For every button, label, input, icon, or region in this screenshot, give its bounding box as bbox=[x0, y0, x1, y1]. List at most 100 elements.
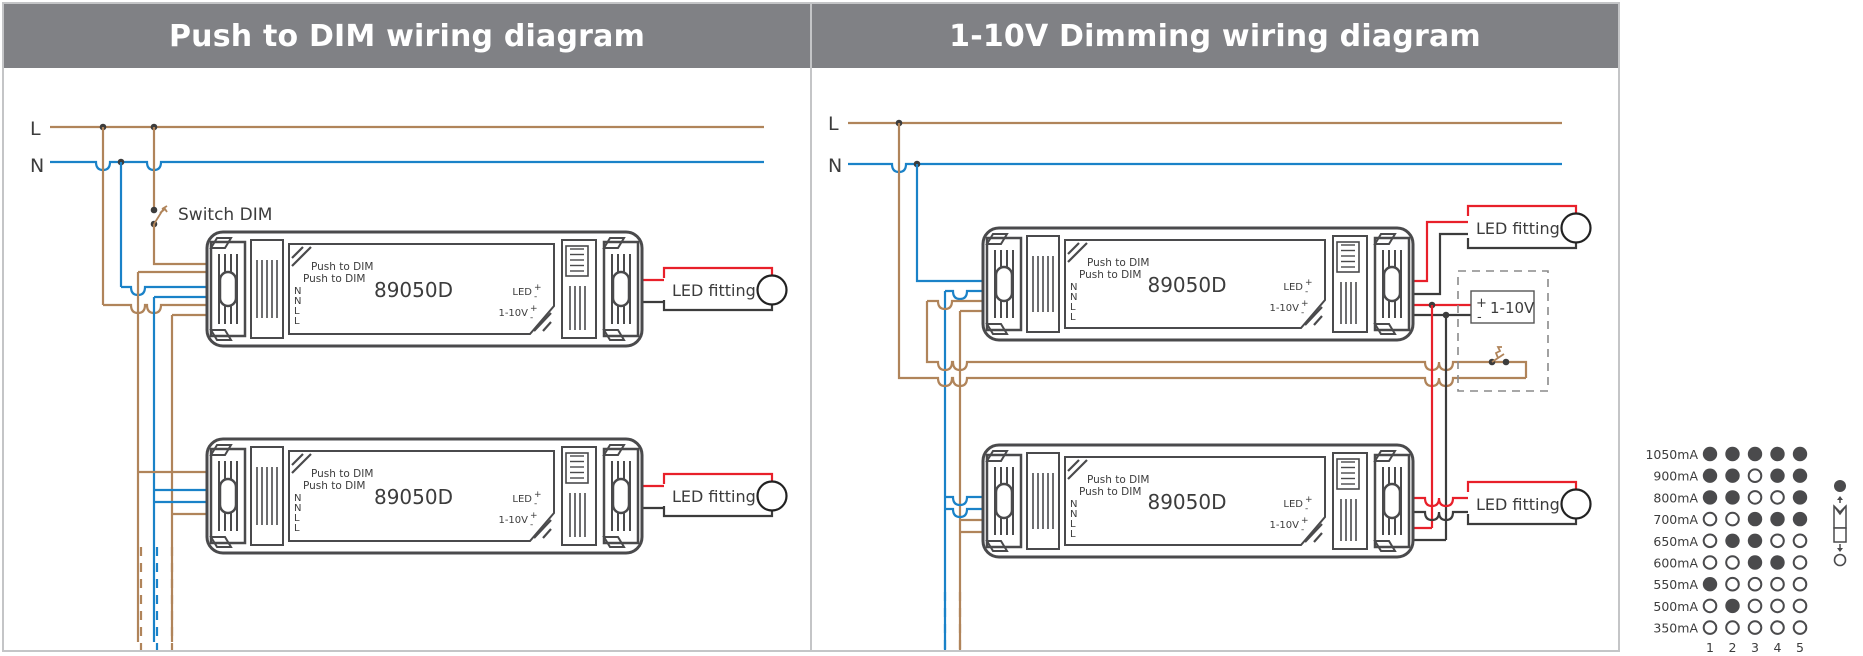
hatch-mark bbox=[533, 519, 552, 539]
dip-column-label: 4 bbox=[1774, 640, 1782, 655]
neutral-mains-line bbox=[50, 160, 764, 172]
dip-table-row: 650mA bbox=[1653, 533, 1808, 549]
plus-sign: + bbox=[530, 304, 538, 314]
clip-icon bbox=[209, 329, 233, 341]
driver-model-label: 89050D bbox=[374, 485, 453, 509]
dip-switch-block bbox=[565, 452, 589, 484]
switch-dim-label: Switch DIM bbox=[178, 205, 272, 225]
dim-output-label: 1-10V bbox=[498, 515, 528, 526]
cable-clamp bbox=[994, 265, 1014, 303]
dip-on-dot bbox=[1702, 446, 1718, 462]
dip-switch-current-table: 1050mA900mA800mA700mA650mA600mA550mA500m… bbox=[1645, 446, 1847, 655]
dip-off-dot bbox=[1747, 598, 1763, 614]
plus-sign: + bbox=[1301, 516, 1309, 526]
live-line-label: L bbox=[828, 113, 839, 135]
switch-loop-wire bbox=[897, 123, 1526, 388]
dip-on-dot bbox=[1747, 555, 1763, 570]
dip-off-dot bbox=[1770, 620, 1785, 635]
dip-on-dot bbox=[1725, 533, 1740, 548]
led-output-label: LED bbox=[1283, 282, 1303, 293]
driver-housing bbox=[981, 226, 1415, 342]
led-positive-wire bbox=[662, 266, 774, 278]
terminal-label: N bbox=[294, 503, 301, 514]
switch-loop-wire bbox=[925, 301, 1528, 378]
terminal-label: N bbox=[294, 493, 301, 504]
dip-off-dot bbox=[1702, 555, 1718, 570]
input-terminal-block bbox=[1026, 452, 1060, 550]
clip-icon bbox=[209, 237, 233, 249]
dip-column-label: 3 bbox=[1751, 640, 1759, 655]
dip-off-dot bbox=[1725, 511, 1740, 527]
input-label: Push to DIM bbox=[311, 261, 373, 273]
minus-sign: - bbox=[1305, 504, 1308, 514]
dip-off-dot bbox=[1725, 576, 1740, 592]
dip-table-row: 700mA bbox=[1653, 511, 1808, 527]
dip-on-dot bbox=[1747, 533, 1763, 548]
live-wire bbox=[927, 299, 1010, 311]
led-lamp-icon bbox=[1560, 212, 1592, 244]
driver-housing bbox=[981, 443, 1415, 559]
led-fitting-label: LED fitting bbox=[1476, 495, 1560, 514]
minus-sign: - bbox=[1301, 525, 1304, 535]
plus-sign: + bbox=[534, 490, 542, 500]
clip-icon bbox=[985, 323, 1009, 335]
terminal-label: N bbox=[1070, 282, 1077, 293]
dip-off-dot bbox=[1702, 598, 1718, 614]
dip-on-dot bbox=[1747, 511, 1763, 527]
dip-off-dot bbox=[1792, 576, 1808, 592]
cable-clamp bbox=[611, 477, 631, 515]
dip-off-dot bbox=[1702, 511, 1718, 527]
minus-sign: - bbox=[530, 313, 533, 323]
input-label: Push to DIM bbox=[303, 480, 365, 492]
clip-icon bbox=[209, 536, 233, 548]
current-label: 900mA bbox=[1653, 469, 1698, 484]
dip-off-dot bbox=[1770, 598, 1785, 614]
terminal-label: N bbox=[1070, 292, 1077, 303]
dip-on-dot bbox=[1770, 555, 1785, 570]
1-10v-dimming-panel: 1-10V Dimming wiring diagram LED fitting… bbox=[810, 2, 1620, 652]
led-fitting-label: LED fitting bbox=[672, 281, 756, 300]
led-fitting-label: LED fitting bbox=[1476, 219, 1560, 238]
led-lamp-icon bbox=[756, 480, 788, 512]
terminal-label: L bbox=[1070, 302, 1076, 313]
controller-label: 1-10V bbox=[1490, 299, 1535, 317]
plus-sign: + bbox=[530, 511, 538, 521]
dip-on-dot bbox=[1792, 468, 1808, 483]
live-wire bbox=[103, 303, 242, 315]
driver-model-label: 89050D bbox=[1147, 490, 1226, 514]
dip-on-dot bbox=[1770, 511, 1785, 527]
dip-off-dot bbox=[1725, 620, 1740, 635]
dip-switch-block bbox=[1336, 458, 1360, 490]
controller-plus: + bbox=[1476, 296, 1487, 311]
dip-on-dot bbox=[1792, 490, 1808, 505]
dip-off-dot bbox=[1770, 533, 1785, 549]
dip-off-dot bbox=[1792, 598, 1808, 614]
clip-icon bbox=[1373, 540, 1397, 552]
led-positive-wire bbox=[1466, 480, 1578, 492]
dip-table-row: 1050mA bbox=[1645, 446, 1808, 462]
clip-icon bbox=[602, 444, 626, 456]
current-label: 600mA bbox=[1653, 556, 1698, 571]
cable-clamp bbox=[994, 482, 1014, 520]
clip-icon bbox=[1373, 233, 1397, 245]
dim-output-label: 1-10V bbox=[1269, 520, 1299, 531]
label-panel bbox=[288, 243, 555, 335]
cable-clamp bbox=[218, 477, 238, 515]
terminal-label: N bbox=[294, 296, 301, 307]
led-output-label: LED bbox=[1283, 499, 1303, 510]
input-terminal-block bbox=[1026, 235, 1060, 333]
led-negative-wire bbox=[1466, 514, 1578, 526]
current-label: 1050mA bbox=[1645, 447, 1698, 462]
dip-switch-block bbox=[1336, 241, 1360, 273]
dip-off-dot bbox=[1725, 555, 1740, 570]
led-output-label: LED bbox=[512, 494, 532, 505]
dip-switch-block bbox=[565, 245, 589, 277]
dim-output-label: 1-10V bbox=[1269, 303, 1299, 314]
terminal-label: L bbox=[294, 306, 300, 317]
input-label: Push to DIM bbox=[1087, 257, 1149, 269]
dip-off-dot bbox=[1747, 468, 1763, 484]
current-label: 800mA bbox=[1653, 490, 1698, 505]
